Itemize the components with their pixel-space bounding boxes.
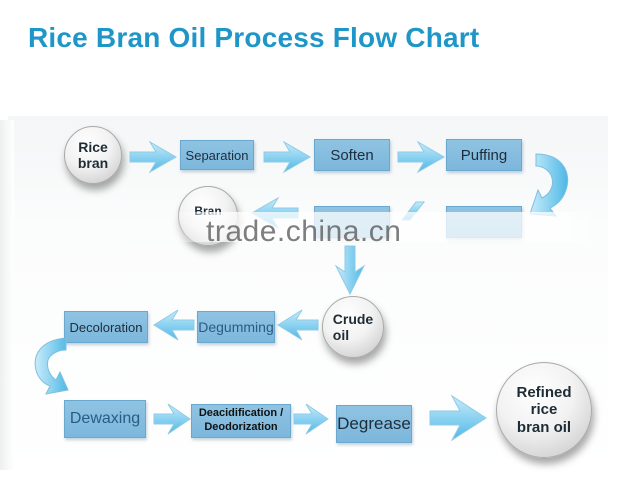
panel-edge — [0, 120, 14, 470]
step-soften: Soften — [314, 139, 390, 171]
arrow-right-icon — [293, 403, 329, 435]
watermark-text: trade.china.cn — [206, 215, 402, 248]
arrow-right-icon — [263, 140, 312, 174]
step-separation-label: Separation — [185, 147, 249, 163]
node-crude-oil-line1: Crude — [332, 310, 374, 327]
node-refined-line3: bran oil — [516, 418, 572, 436]
step-dewaxing: Dewaxing — [64, 400, 146, 438]
arrow-right-icon — [397, 140, 446, 174]
step-deacid-line1: Deacidification / — [198, 407, 284, 420]
step-degumming: Degumming — [197, 311, 275, 343]
step-degumming-label: Degumming — [198, 319, 274, 335]
step-degrease-label: Degrease — [337, 414, 411, 433]
step-deacidification-deodorization: Deacidification /Deodorization — [191, 404, 291, 438]
step-degrease: Degrease — [336, 405, 412, 443]
step-puffing-label: Puffing — [460, 146, 508, 164]
watermark-band — [170, 212, 600, 242]
step-decoloration: Decoloration — [64, 311, 148, 343]
node-rice-bran-line1: Rice — [78, 138, 108, 155]
arrow-left-icon — [153, 309, 195, 341]
step-decoloration-label: Decoloration — [69, 319, 143, 335]
node-crude-oil-line2: oil — [332, 327, 350, 343]
step-deacid-line2: Deodorization — [204, 421, 278, 433]
arrow-right-icon — [153, 403, 191, 435]
page-title: Rice Bran Oil Process Flow Chart — [28, 22, 480, 53]
arrow-left-icon — [277, 309, 319, 341]
step-puffing: Puffing — [446, 139, 522, 171]
node-rice-bran-line2: bran — [77, 155, 109, 171]
node-refined-line1: Refined — [516, 384, 572, 402]
arrow-down-icon — [334, 245, 366, 296]
arrow-right-icon — [129, 140, 178, 174]
step-dewaxing-label: Dewaxing — [69, 410, 141, 427]
step-separation: Separation — [180, 140, 254, 170]
step-soften-label: Soften — [330, 146, 374, 164]
arrow-right-icon — [429, 394, 487, 442]
u-turn-arrow-icon — [34, 337, 69, 395]
node-refined-line2: rice — [530, 401, 558, 419]
